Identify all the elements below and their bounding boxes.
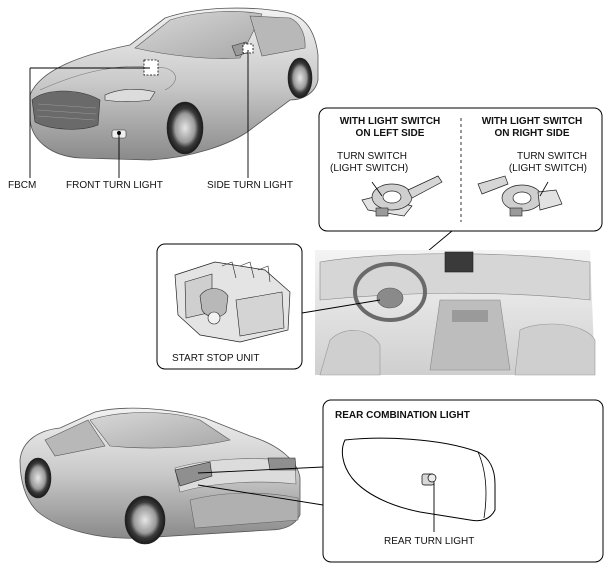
rear-combination-light-label: REAR COMBINATION LIGHT	[335, 410, 470, 421]
fbcm-label: FBCM	[8, 180, 37, 191]
fbcm-marker	[143, 59, 159, 76]
rear-combination-light-illustration	[341, 437, 496, 522]
right-turn-switch-illustration	[477, 175, 563, 217]
start-stop-unit-label: START STOP UNIT	[172, 353, 260, 364]
dashboard-illustration	[315, 250, 596, 376]
front-turn-light-label: FRONT TURN LIGHT	[66, 180, 163, 191]
right-turn-switch-label-line1: TURN SWITCH	[517, 151, 587, 162]
left-heading-line1: WITH LIGHT SWITCH	[339, 116, 441, 127]
start-stop-unit-illustration	[174, 261, 291, 343]
left-heading-line2: ON LEFT SIDE	[355, 128, 425, 139]
left-turn-switch-label-line2: (LIGHT SWITCH)	[330, 163, 409, 174]
front-car-illustration	[29, 7, 319, 161]
right-turn-switch-label-line2: (LIGHT SWITCH)	[508, 163, 587, 174]
rear-car-illustration	[19, 407, 301, 545]
rear-turn-light-label: REAR TURN LIGHT	[384, 536, 475, 547]
start-stop-pointer	[301, 299, 381, 314]
left-turn-switch-label-line1: TURN SWITCH	[337, 151, 407, 162]
right-heading-line2: ON RIGHT SIDE	[494, 128, 570, 139]
side-turn-light-label: SIDE TURN LIGHT	[207, 180, 293, 191]
side-turn-light-marker	[242, 43, 254, 54]
right-heading-line1: WITH LIGHT SWITCH	[481, 116, 583, 127]
front-leader-lines	[29, 50, 249, 178]
left-turn-switch-illustration	[361, 175, 443, 217]
rear-pointer-lines	[197, 466, 324, 506]
